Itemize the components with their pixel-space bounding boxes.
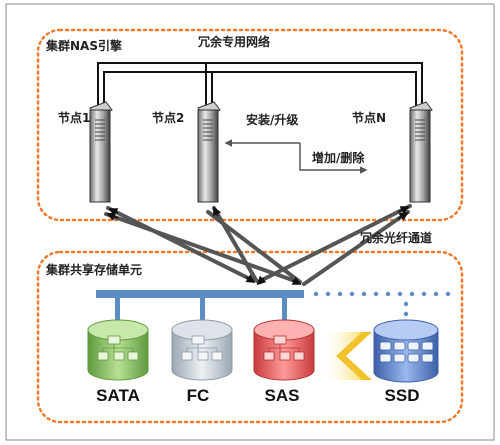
private-network-lines <box>97 62 423 108</box>
fiber-channel-label: 冗余光纤通道 <box>360 230 432 245</box>
sas-label: SAS <box>265 386 300 405</box>
ssd-drive-icon <box>373 319 439 383</box>
storage-unit-title: 集群共享存储单元 <box>45 262 142 277</box>
nas-engine-title: 集群NAS引擎 <box>45 38 122 53</box>
node-n-server <box>409 101 433 203</box>
add-remove-arrow <box>299 143 368 174</box>
node-2-label: 节点2 <box>152 110 184 125</box>
ssd-label: SSD <box>385 386 420 405</box>
nas-engine-frame <box>36 28 464 222</box>
fc-label: FC <box>187 386 210 405</box>
bus-drops <box>115 298 287 324</box>
sata-drive-icon <box>87 319 149 381</box>
node-1-label: 节点1 <box>58 110 90 125</box>
outer-frame <box>5 3 495 441</box>
node-n-label: 节点N <box>352 110 386 125</box>
upgrade-label: 安装/升级 <box>246 112 298 127</box>
storage-unit-frame <box>36 250 464 424</box>
node-2-server <box>197 101 221 203</box>
add-remove-label: 增加/删除 <box>312 150 365 165</box>
node-1-server <box>89 101 113 203</box>
fiber-channel-arrowheads <box>106 206 410 286</box>
sas-drive-icon <box>253 319 315 381</box>
storage-bus <box>96 290 304 298</box>
fiber-channel-arrows <box>104 204 412 286</box>
fc-drive-icon <box>171 319 233 381</box>
network-label: 冗余专用网络 <box>198 34 270 49</box>
ssd-dotted-link <box>313 291 451 327</box>
sata-label: SATA <box>96 386 140 405</box>
ssd-cache-arrow-icon <box>322 332 372 380</box>
